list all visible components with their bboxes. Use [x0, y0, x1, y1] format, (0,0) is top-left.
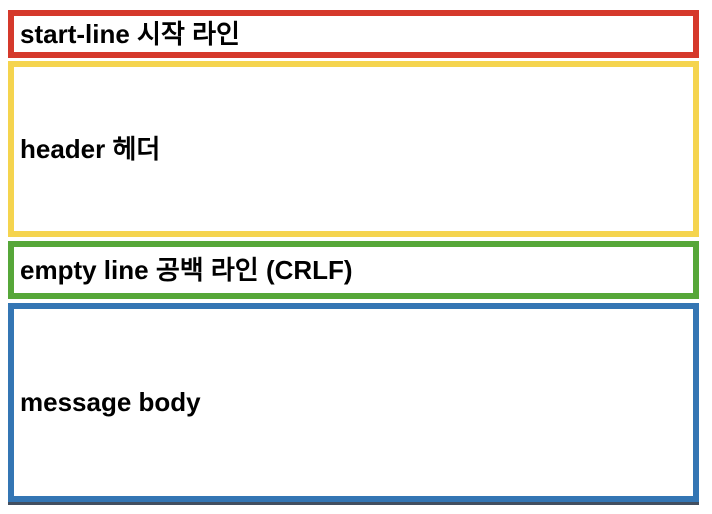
empty-line-label: empty line 공백 라인 (CRLF)	[20, 254, 353, 285]
start-line-label: start-line 시작 라인	[20, 18, 240, 49]
start-line-box: start-line 시작 라인	[8, 10, 699, 58]
message-body-box: message body	[8, 303, 699, 502]
header-box: header 헤더	[8, 61, 699, 237]
header-label: header 헤더	[20, 133, 161, 164]
message-body-label: message body	[20, 387, 201, 418]
empty-line-box: empty line 공백 라인 (CRLF)	[8, 241, 699, 299]
